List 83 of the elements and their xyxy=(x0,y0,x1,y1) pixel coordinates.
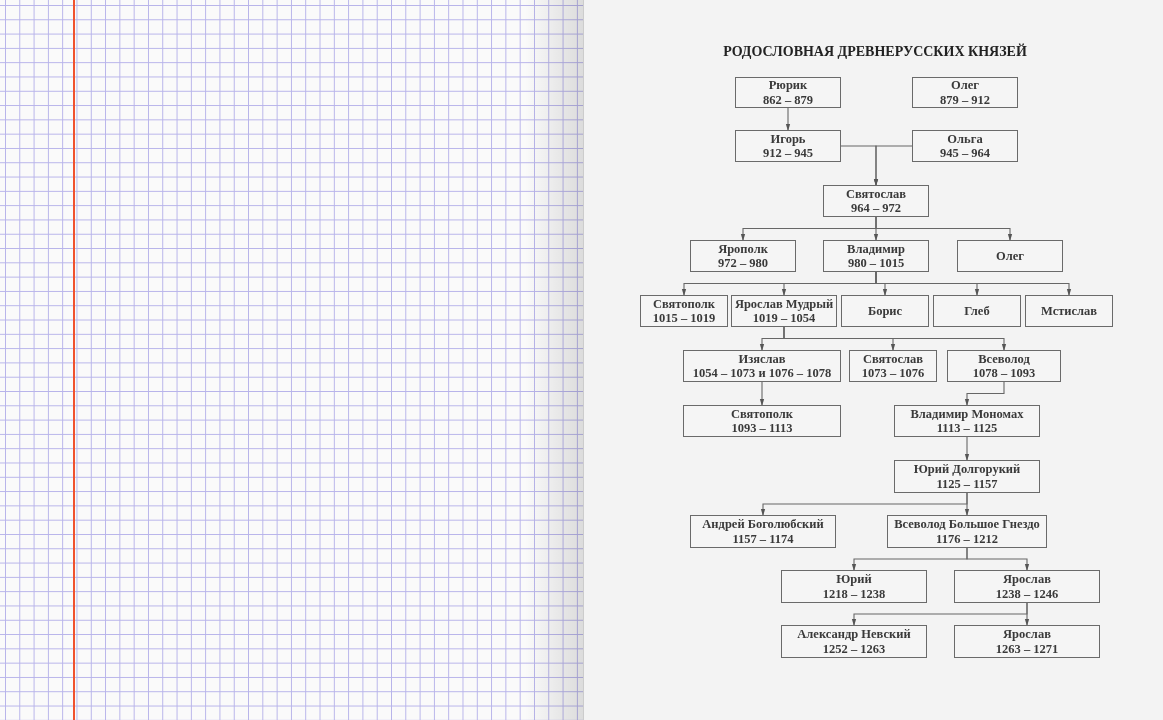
reign-years: 1093 – 1113 xyxy=(731,421,793,436)
reign-years: 1078 – 1093 xyxy=(972,366,1036,381)
reign-years: 1113 – 1125 xyxy=(936,421,998,436)
prince-name: Ярослав Мудрый xyxy=(734,296,834,311)
prince-name: Игорь xyxy=(770,131,806,146)
reign-years: 1218 – 1238 xyxy=(822,586,886,601)
prince-name: Святополк xyxy=(652,296,716,311)
reign-years: 1019 – 1054 xyxy=(752,311,816,326)
reign-years: 879 – 912 xyxy=(940,92,990,107)
name-box xyxy=(781,570,927,603)
name-box xyxy=(841,295,929,327)
name-box xyxy=(640,295,728,327)
prince-name: Святополк xyxy=(730,406,794,421)
name-box xyxy=(849,350,937,382)
arrow xyxy=(966,547,1030,571)
arrow xyxy=(875,216,1013,241)
name-box xyxy=(933,295,1021,327)
reign-years: 1157 – 1174 xyxy=(732,531,794,546)
name-box xyxy=(954,570,1100,603)
arrow xyxy=(785,107,791,131)
reign-years: 980 – 1015 xyxy=(847,256,905,271)
name-box xyxy=(894,405,1040,437)
name-box xyxy=(683,405,841,437)
arrow xyxy=(759,381,765,406)
arrow xyxy=(964,381,1005,406)
prince-name: Александр Невский xyxy=(797,627,911,642)
reign-years: 862 – 879 xyxy=(763,92,813,107)
prince-name: Мстислав xyxy=(1040,303,1098,319)
name-box xyxy=(1025,295,1113,327)
reign-years: 1252 – 1263 xyxy=(822,641,886,656)
prince-name: Олег xyxy=(951,78,979,93)
reign-years: 912 – 945 xyxy=(763,146,813,161)
prince-name: Юрий Долгорукий xyxy=(913,462,1021,477)
prince-name: Олег xyxy=(996,248,1024,264)
prince-name: Борис xyxy=(867,303,903,319)
prince-name: Глеб xyxy=(964,303,990,319)
name-box xyxy=(781,625,927,658)
name-box xyxy=(947,350,1061,382)
name-box xyxy=(690,240,796,272)
name-box xyxy=(823,240,929,272)
diagram-title: РОДОСЛОВНАЯ ДРЕВНЕРУССКИХ КНЯЗЕЙ xyxy=(722,44,1028,60)
reign-years: 1238 – 1246 xyxy=(995,586,1059,601)
prince-name: Ярослав xyxy=(1003,627,1051,642)
prince-name: Андрей Боголюбский xyxy=(702,517,824,532)
arrow xyxy=(875,271,1072,296)
name-box xyxy=(731,295,837,327)
name-box xyxy=(957,240,1063,272)
arrow xyxy=(1024,602,1030,626)
name-box xyxy=(735,77,841,108)
prince-name: Всеволод xyxy=(978,351,1030,366)
prince-name: Святослав xyxy=(845,186,907,201)
reign-years: 945 – 964 xyxy=(940,146,990,161)
reign-years: 1125 – 1157 xyxy=(936,476,998,491)
arrow xyxy=(964,436,970,461)
prince-name: Изяслав xyxy=(738,351,786,366)
name-box xyxy=(823,185,929,217)
reign-years: 1073 – 1076 xyxy=(861,366,925,381)
arrow xyxy=(964,492,970,516)
prince-name: Рюрик xyxy=(768,78,808,93)
prince-name: Святослав xyxy=(862,351,924,366)
reign-years: 964 – 972 xyxy=(851,201,901,216)
prince-name: Владимир xyxy=(847,241,905,256)
prince-name: Ярополк xyxy=(718,241,768,256)
name-box xyxy=(690,515,836,548)
prince-name: Ольга xyxy=(947,131,983,146)
prince-name: Ярослав xyxy=(1003,572,1051,587)
arrow xyxy=(783,326,1007,351)
name-box xyxy=(735,130,841,162)
name-box xyxy=(912,130,1018,162)
prince-name: Юрий xyxy=(836,572,872,587)
reign-years: 1054 – 1073 и 1076 – 1078 xyxy=(692,366,832,381)
name-box xyxy=(683,350,841,382)
prince-name: Владимир Мономах xyxy=(910,406,1024,421)
name-box xyxy=(894,460,1040,493)
reign-years: 1176 – 1212 xyxy=(936,531,998,546)
name-box xyxy=(887,515,1047,548)
prince-name: Всеволод Большое Гнездо xyxy=(894,517,1040,532)
arrow xyxy=(873,145,913,186)
reign-years: 972 – 980 xyxy=(718,256,768,271)
reign-years: 1263 – 1271 xyxy=(995,641,1059,656)
reign-years: 1015 – 1019 xyxy=(652,311,716,326)
name-box xyxy=(912,77,1018,108)
name-box xyxy=(954,625,1100,658)
